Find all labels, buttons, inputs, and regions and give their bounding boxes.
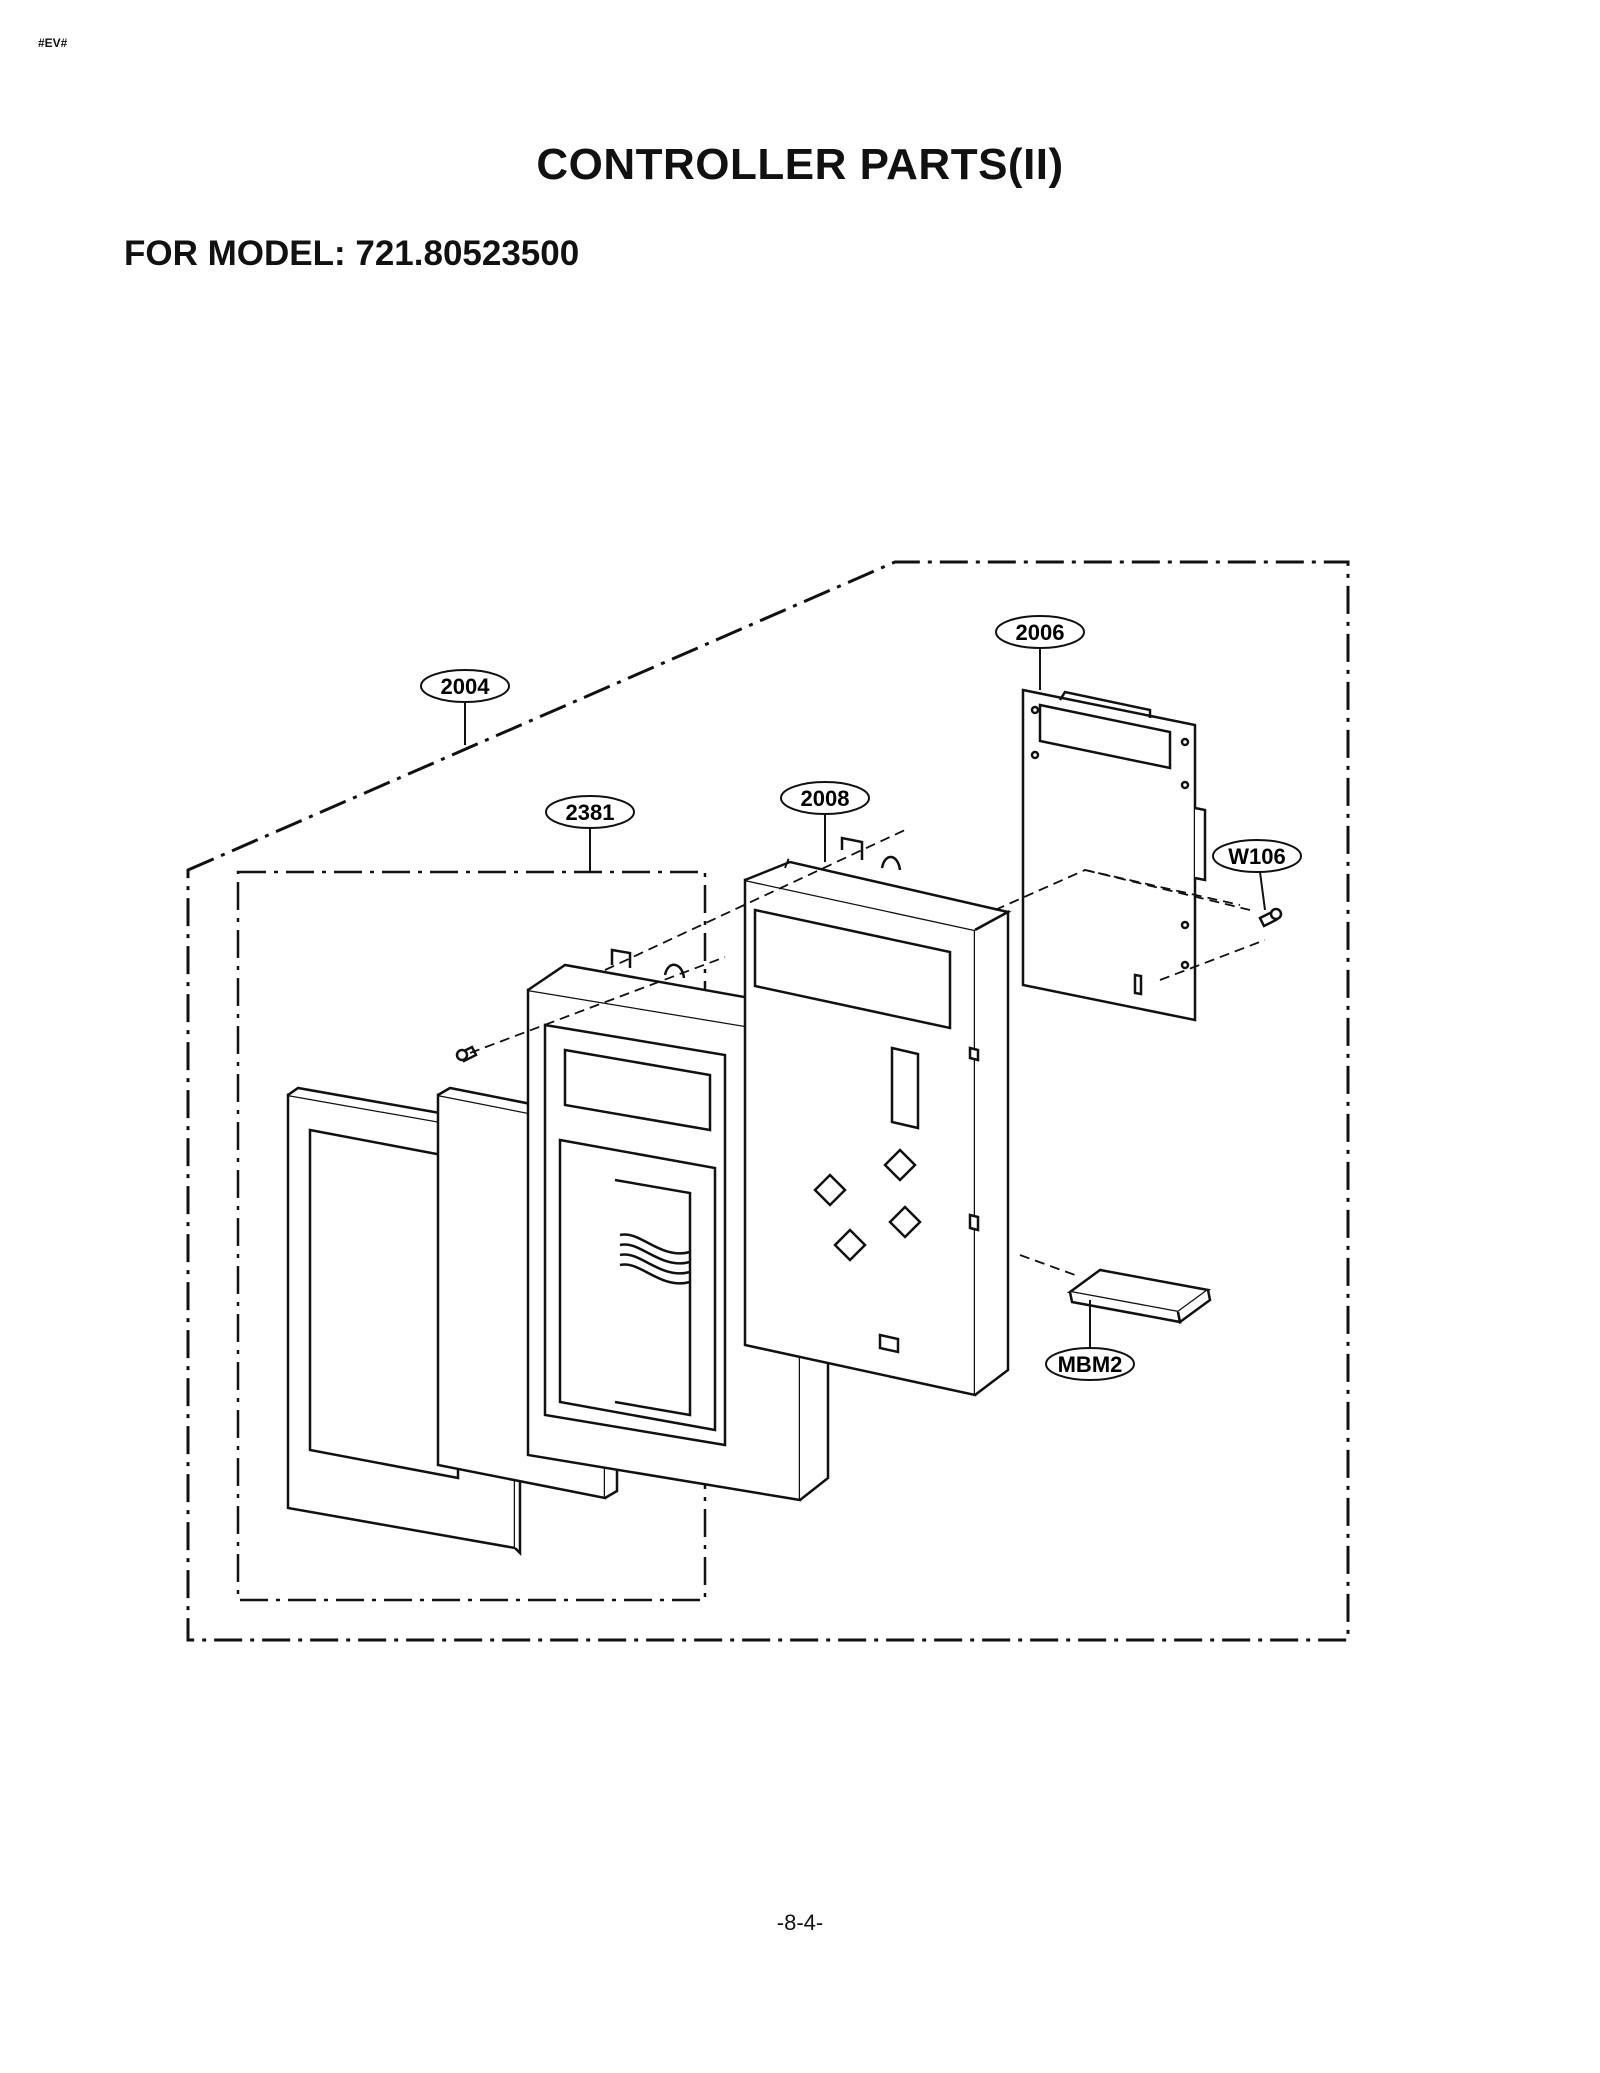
document-tag: #EV# bbox=[38, 36, 68, 50]
screw-left-part bbox=[455, 1045, 478, 1063]
callout-mbm2: MBM2 bbox=[1045, 1347, 1135, 1381]
screw-w106-part bbox=[1258, 907, 1283, 928]
callout-label-2004: 2004 bbox=[441, 674, 491, 699]
connector-mbm2-part bbox=[1066, 1268, 1212, 1325]
callout-2381: 2381 bbox=[545, 795, 635, 829]
model-subtitle: FOR MODEL: 721.80523500 bbox=[124, 234, 580, 273]
callout-label-w106: W106 bbox=[1228, 844, 1285, 869]
callout-leaders bbox=[464, 648, 1266, 1348]
callout-label-mbm2: MBM2 bbox=[1058, 1352, 1123, 1377]
callout-2004: 2004 bbox=[420, 669, 510, 703]
page-number: -8-4- bbox=[776, 1910, 824, 1935]
controller-bracket-part bbox=[743, 836, 1012, 1397]
assembly-guide-lines bbox=[469, 829, 1266, 1276]
callout-label-2006: 2006 bbox=[1016, 620, 1065, 645]
callout-2006: 2006 bbox=[995, 615, 1085, 649]
assembly-boundary-2381 bbox=[236, 870, 707, 1602]
control-panel-housing-part bbox=[526, 948, 831, 1502]
pcb-board-part bbox=[1021, 688, 1207, 1022]
callout-label-2008: 2008 bbox=[801, 786, 850, 811]
callout-2008: 2008 bbox=[780, 781, 870, 815]
page-title: CONTROLLER PARTS(II) bbox=[536, 140, 1064, 189]
assembly-boundary-2004 bbox=[186, 560, 1350, 1642]
callout-label-2381: 2381 bbox=[566, 800, 615, 825]
callout-w106: W106 bbox=[1212, 839, 1302, 873]
